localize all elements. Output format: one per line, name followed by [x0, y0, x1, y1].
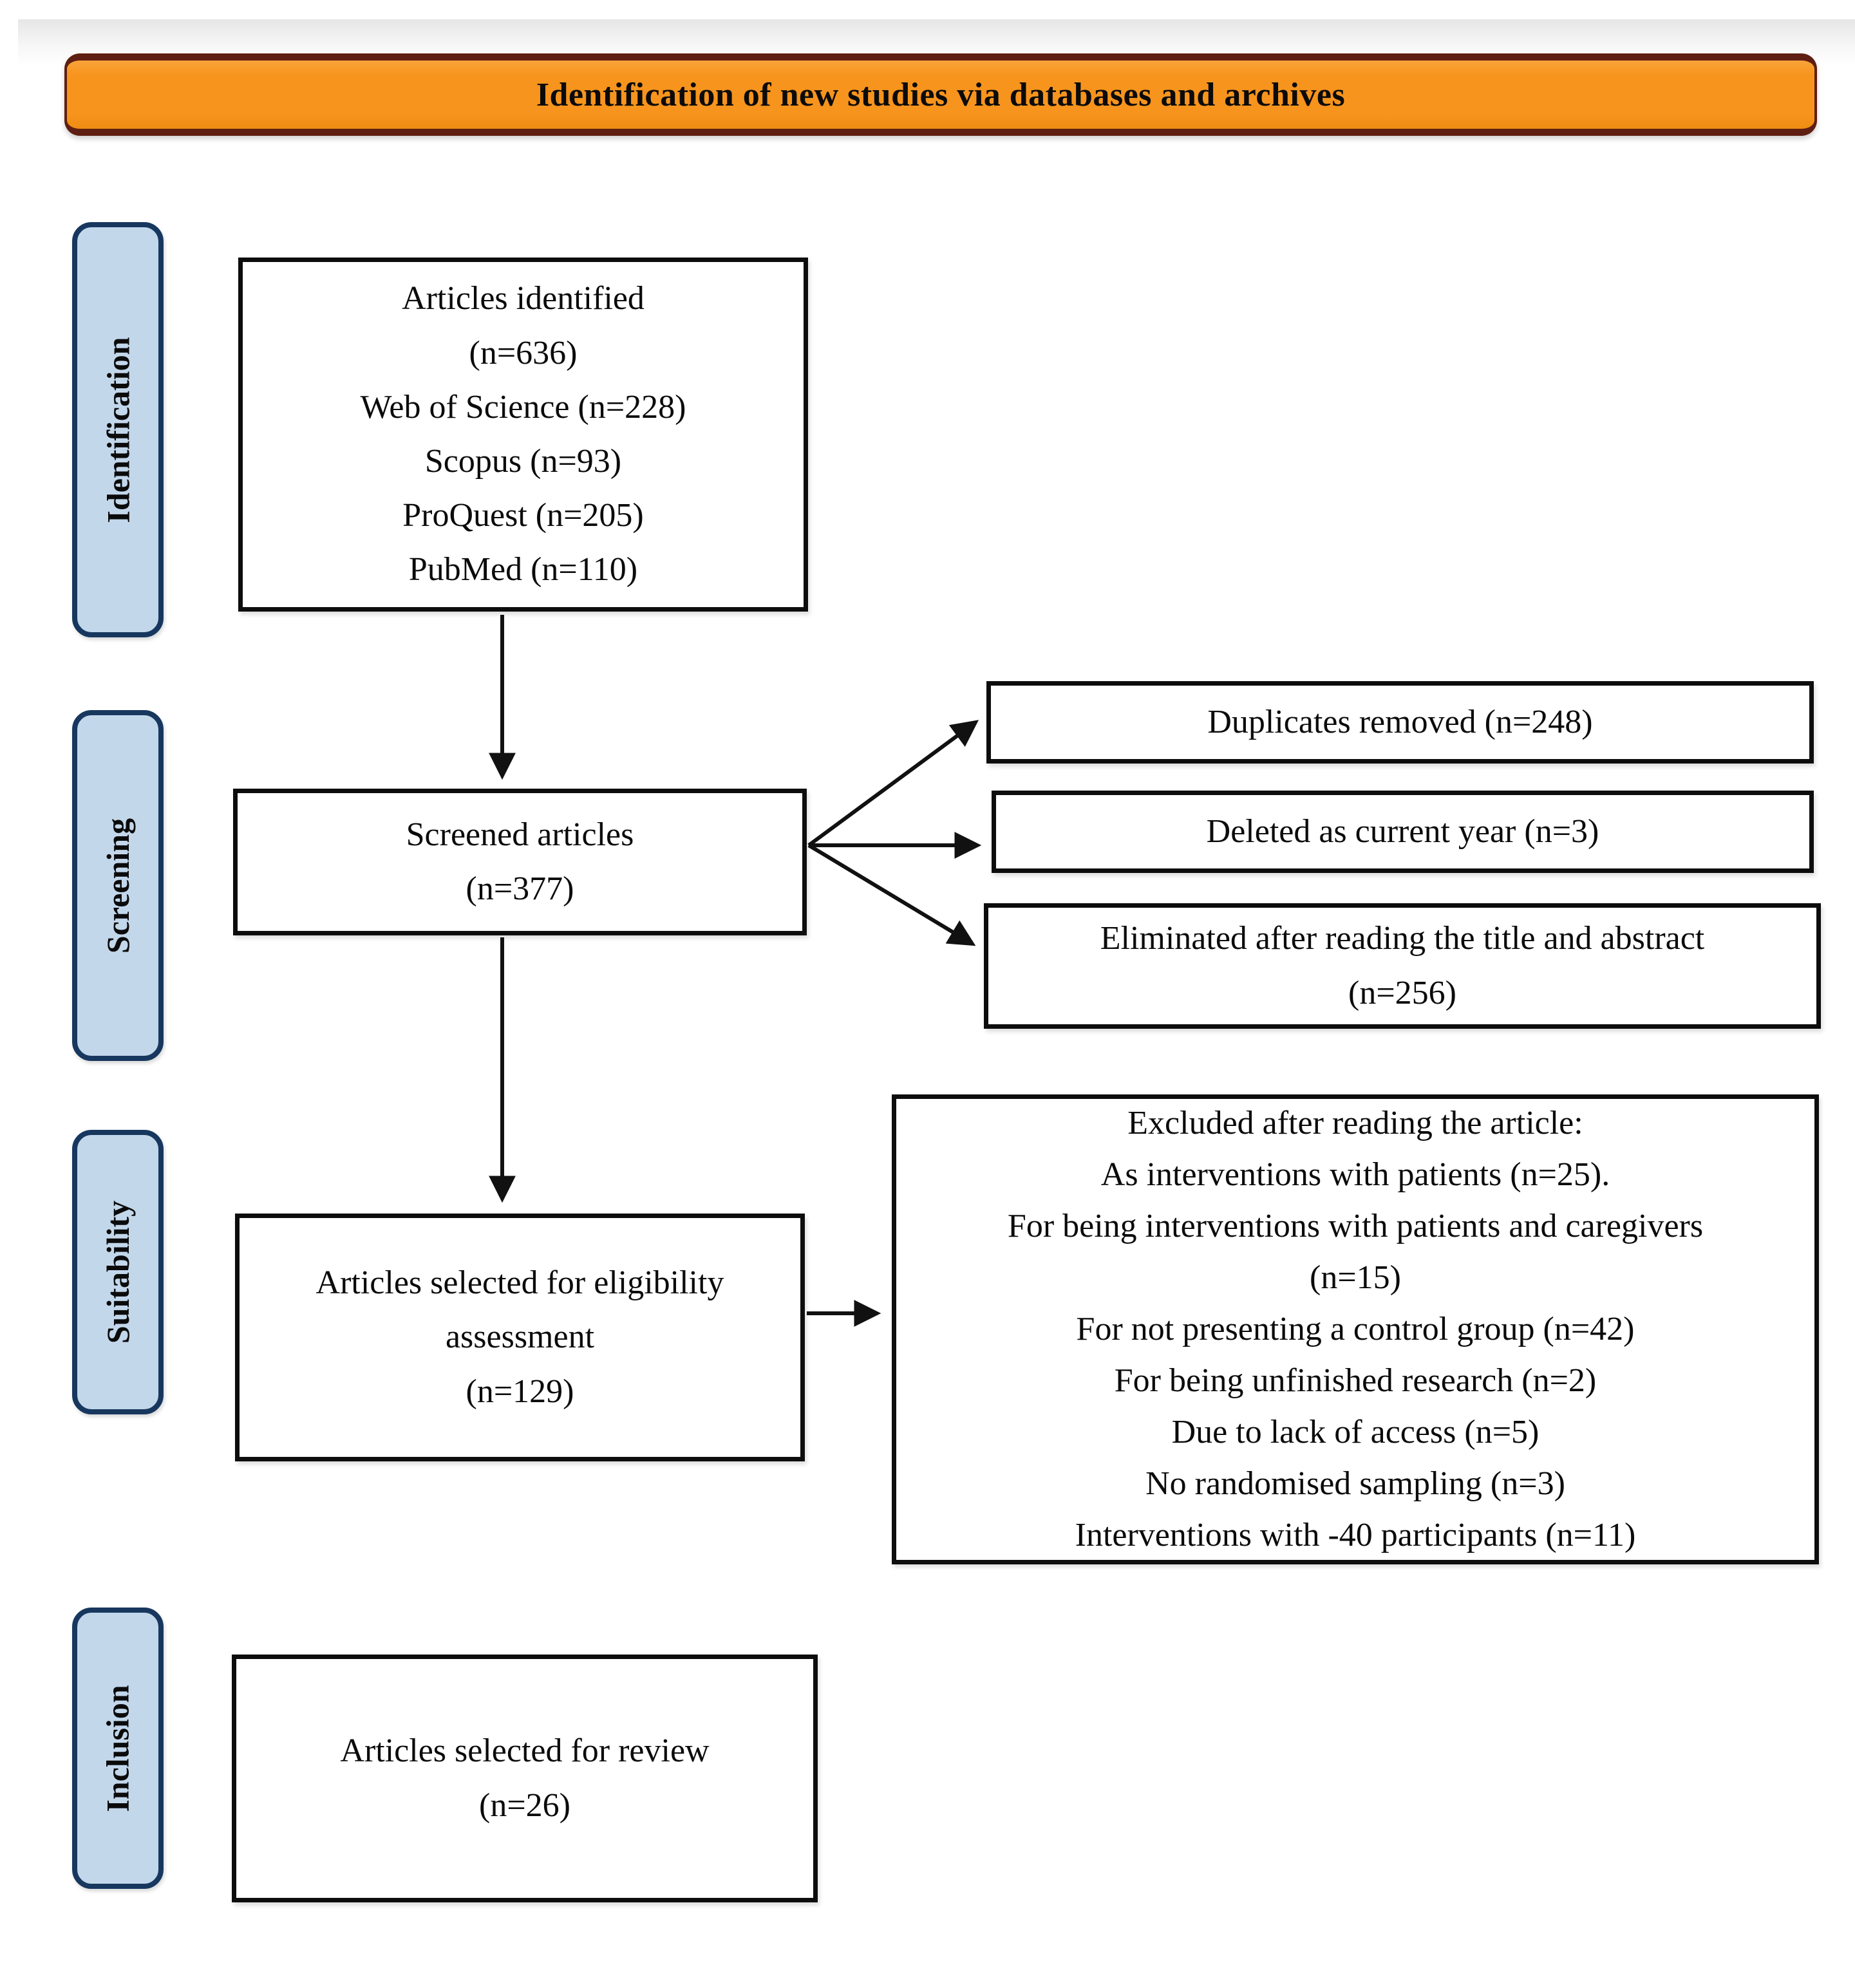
box-line: (n=636)	[469, 334, 578, 371]
box-line: Deleted as current year (n=3)	[1206, 812, 1599, 850]
box-line: Scopus (n=93)	[424, 443, 622, 480]
excluded-box: Excluded after reading the article: As i…	[892, 1094, 1819, 1564]
box-line: Eliminated after reading the title and a…	[1100, 920, 1705, 957]
eligibility-box: Articles selected for eligibility assess…	[235, 1214, 805, 1461]
duplicates-removed-box: Duplicates removed (n=248)	[986, 681, 1814, 764]
box-line: PubMed (n=110)	[408, 551, 638, 588]
box-line: As interventions with patients (n=25).	[1100, 1156, 1610, 1193]
box-line: Web of Science (n=228)	[360, 388, 686, 426]
box-line: ProQuest (n=205)	[402, 497, 644, 534]
stage-inclusion: Inclusion	[72, 1608, 164, 1889]
box-line: Interventions with -40 participants (n=1…	[1075, 1517, 1636, 1554]
box-line: (n=256)	[1348, 974, 1456, 1011]
box-line: (n=129)	[466, 1373, 574, 1410]
header-banner: Identification of new studies via databa…	[64, 53, 1817, 136]
box-line: For being unfinished research (n=2)	[1114, 1362, 1597, 1400]
identified-box: Articles identified (n=636) Web of Scien…	[238, 258, 808, 612]
stage-label: Identification	[100, 337, 136, 523]
review-box: Articles selected for review (n=26)	[232, 1655, 818, 1902]
box-line: Due to lack of access (n=5)	[1171, 1414, 1540, 1451]
box-line: For being interventions with patients an…	[1007, 1207, 1704, 1244]
box-line: Excluded after reading the article:	[1127, 1104, 1583, 1141]
stage-suitability: Suitability	[72, 1130, 164, 1414]
box-line: No randomised sampling (n=3)	[1145, 1465, 1565, 1503]
box-line: Articles selected for review	[340, 1732, 710, 1770]
box-line: (n=26)	[479, 1786, 570, 1824]
box-line: (n=377)	[466, 870, 574, 907]
box-line: (n=15)	[1310, 1259, 1401, 1296]
stage-label: Screening	[100, 818, 136, 953]
stage-label: Suitability	[100, 1200, 137, 1344]
stage-identification: Identification	[72, 222, 164, 637]
screened-box: Screened articles (n=377)	[233, 789, 807, 935]
box-line: assessment	[445, 1318, 595, 1356]
box-line: For not presenting a control group (n=42…	[1076, 1310, 1635, 1347]
eliminated-title-abstract-box: Eliminated after reading the title and a…	[984, 903, 1821, 1029]
deleted-current-year-box: Deleted as current year (n=3)	[992, 791, 1814, 873]
arrow-screened-to-duplicates	[807, 720, 979, 847]
stage-screening: Screening	[72, 710, 164, 1061]
arrow-screened-to-eliminated	[807, 843, 976, 946]
box-line: Screened articles	[406, 816, 634, 853]
diagram-title: Identification of new studies via databa…	[536, 76, 1346, 113]
box-line: Duplicates removed (n=248)	[1207, 703, 1593, 740]
box-line: Articles selected for eligibility	[315, 1264, 724, 1302]
stage-label: Inclusion	[100, 1684, 137, 1812]
box-line: Articles identified	[402, 280, 645, 317]
